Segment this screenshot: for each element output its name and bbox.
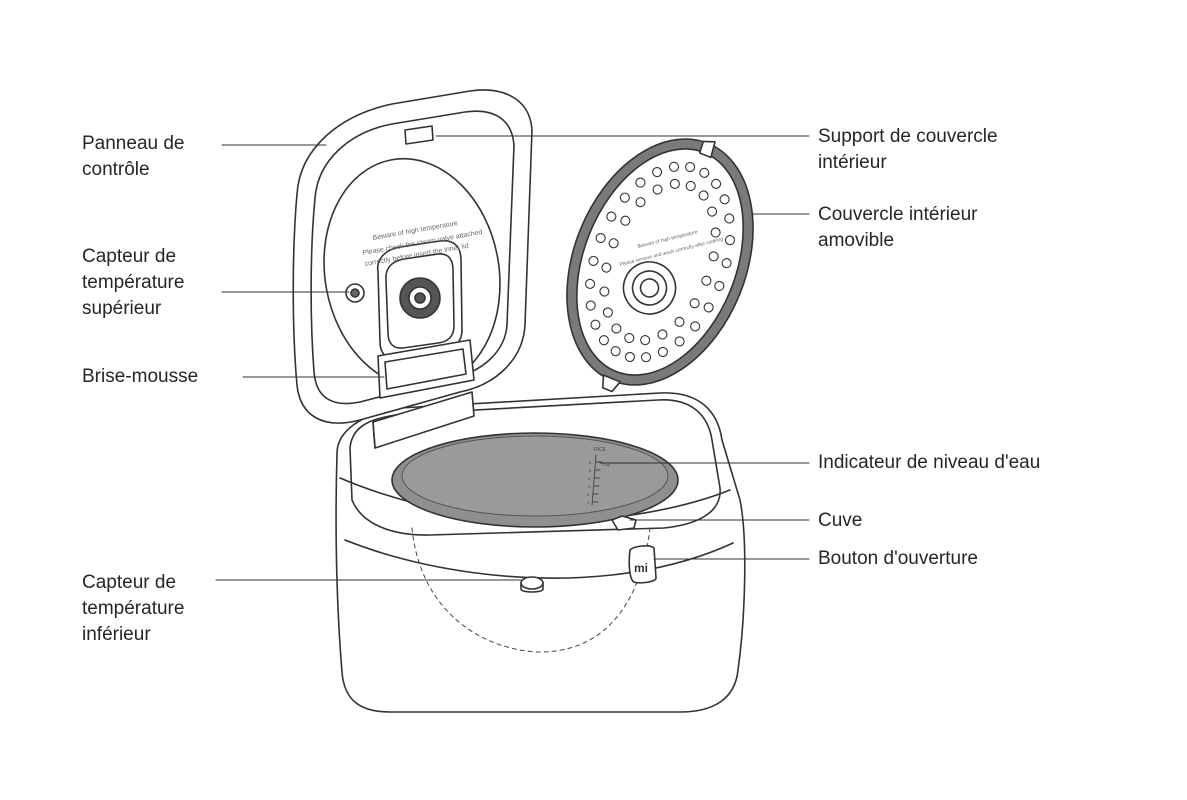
- vent-hole: [599, 286, 610, 297]
- vent-hole: [595, 232, 606, 244]
- vent-hole: [590, 319, 601, 330]
- vent-hole: [708, 251, 719, 262]
- vent-hole: [724, 235, 736, 246]
- pot-scale-header: RICE: [594, 447, 607, 453]
- inner-lid-holes: [584, 161, 736, 363]
- vent-hole: [668, 161, 680, 172]
- vent-hole: [669, 178, 680, 189]
- label-water-level-indicator: Indicateur de niveau d'eau: [818, 452, 1041, 473]
- pot-scale-labels: RICE Cup 6 5 4 3 2 1: [587, 447, 611, 505]
- label-foam-breaker: Brise-mousse: [82, 366, 199, 387]
- vent-hole: [640, 352, 652, 363]
- open-lid: [292, 89, 533, 424]
- vent-hole: [699, 167, 710, 178]
- vent-hole: [652, 184, 663, 195]
- top-sensor-icon: [345, 283, 365, 303]
- vent-hole: [601, 262, 612, 273]
- vent-hole: [721, 258, 732, 269]
- removable-inner-lid: [566, 138, 754, 393]
- vent-hole: [620, 215, 631, 226]
- label-inner-lid-holder: Support de couvercle intérieur: [818, 126, 998, 173]
- heating-element-outline: [411, 527, 651, 653]
- vent-hole: [635, 197, 646, 208]
- vent-hole: [698, 190, 709, 201]
- lid-hinge: [372, 391, 475, 449]
- vent-hole: [719, 194, 730, 205]
- vent-hole: [624, 351, 635, 363]
- vent-hole: [674, 316, 685, 327]
- vent-hole: [657, 346, 668, 357]
- vent-hole: [685, 180, 696, 192]
- vent-hole: [703, 302, 714, 313]
- vent-hole: [685, 161, 696, 173]
- vent-hole: [690, 321, 701, 332]
- label-bottom-temperature-sensor: Capteur de température inférieur: [82, 572, 185, 645]
- vent-hole: [598, 335, 609, 346]
- label-pot: Cuve: [818, 510, 863, 531]
- vent-hole: [635, 177, 646, 188]
- label-open-button: Bouton d'ouverture: [818, 548, 978, 569]
- vent-hole: [724, 213, 735, 224]
- vent-hole: [619, 192, 630, 203]
- inner-pot: [391, 432, 679, 531]
- vent-hole: [710, 227, 721, 238]
- pot-scale-mark: 1: [587, 500, 590, 505]
- mi-logo-icon: mi: [634, 561, 648, 575]
- vent-hole: [624, 332, 635, 344]
- vent-hole: [608, 238, 619, 249]
- leader-lines: [215, 135, 810, 581]
- vent-hole: [657, 329, 668, 340]
- pot-scale-mark: 3: [588, 484, 591, 489]
- vent-hole: [588, 255, 599, 266]
- label-removable-inner-lid: Couvercle intérieur amovible: [818, 204, 978, 251]
- open-button-icon: [628, 545, 657, 584]
- bottom-sensor-icon: [520, 576, 544, 593]
- vent-hole: [652, 167, 663, 178]
- vent-hole: [602, 307, 613, 318]
- water-level-scale: [591, 454, 603, 506]
- vent-hole: [707, 206, 718, 217]
- vent-hole: [640, 335, 651, 346]
- pot-scale-mark: 2: [587, 492, 590, 497]
- pot-scale-mark: 5: [589, 468, 592, 473]
- vent-hole: [610, 346, 621, 357]
- label-top-temperature-sensor: Capteur de température supérieur: [82, 246, 185, 319]
- vent-hole: [606, 211, 617, 222]
- vent-hole: [711, 178, 722, 189]
- pot-scale-mark: 4: [588, 476, 591, 481]
- vent-hole: [674, 336, 685, 347]
- vent-hole: [701, 275, 712, 286]
- pot-scale-side: Cup: [603, 462, 611, 467]
- vent-hole: [585, 300, 596, 311]
- vent-hole: [584, 278, 596, 289]
- vent-hole: [689, 298, 700, 309]
- vent-hole: [611, 323, 622, 334]
- label-control-panel: Panneau de contrôle: [82, 133, 185, 180]
- pot-scale-mark: 6: [589, 460, 592, 465]
- vent-hole: [714, 280, 725, 292]
